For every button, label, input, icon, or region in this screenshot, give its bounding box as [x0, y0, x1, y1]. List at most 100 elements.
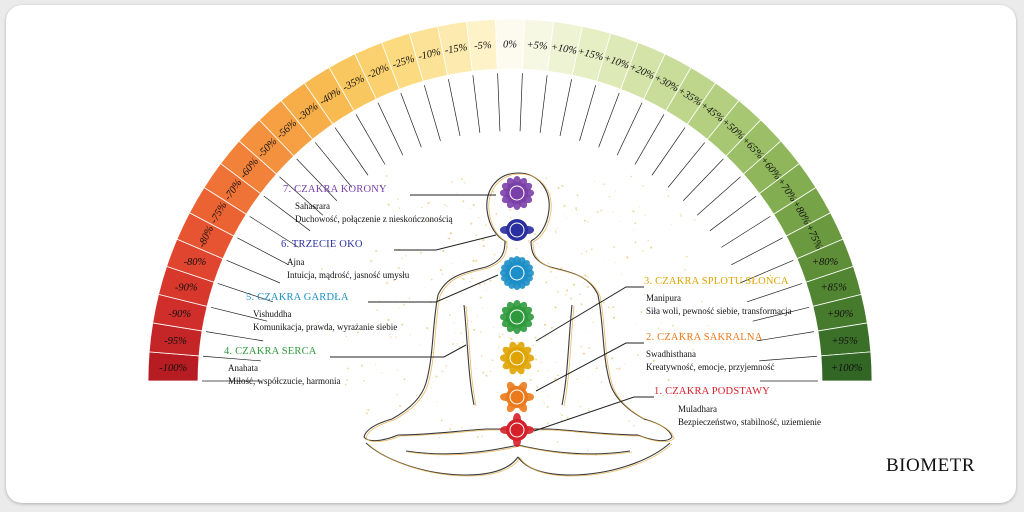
aura-dot: [481, 355, 483, 357]
solar-plexus-chakra-icon: [500, 341, 534, 376]
aura-dot: [453, 339, 454, 340]
aura-dot: [635, 231, 636, 232]
chakra-3-title: 3. CZAKRA SPLOTU SŁOŃCA: [644, 276, 789, 287]
gauge-tick: [683, 159, 723, 201]
gauge-tick: [448, 79, 460, 136]
throat-chakra-icon: [500, 256, 534, 290]
aura-dot: [471, 278, 472, 279]
chakra-1-description: Bezpieczeństwo, stabilność, uziemienie: [678, 416, 821, 429]
aura-dot: [444, 204, 446, 206]
figure-outline: [364, 419, 398, 441]
aura-dot: [550, 193, 551, 194]
aura-dot: [446, 300, 447, 301]
aura-dot: [478, 217, 479, 218]
aura-dot: [694, 219, 695, 220]
aura-dot: [667, 190, 668, 191]
aura-dot: [462, 278, 464, 280]
aura-dot: [613, 317, 615, 319]
aura-dot: [539, 225, 540, 226]
figure-glow: [466, 306, 476, 406]
aura-dot: [584, 274, 586, 276]
aura-dot: [546, 377, 547, 378]
aura-dot: [451, 181, 453, 183]
aura-dot: [554, 378, 556, 380]
aura-dot: [401, 324, 403, 326]
aura-dot: [612, 211, 613, 212]
aura-dot: [516, 248, 517, 249]
aura-dot: [441, 420, 443, 422]
aura-dot: [442, 273, 444, 275]
aura-dot: [581, 253, 582, 254]
aura-dot: [540, 247, 541, 248]
aura-dot: [470, 264, 471, 265]
aura-dot: [535, 359, 537, 361]
aura-dot: [457, 343, 458, 344]
aura-dot: [633, 425, 634, 426]
aura-dot: [587, 221, 588, 222]
gauge-tick: [315, 142, 352, 187]
aura-dot: [588, 410, 590, 412]
aura-dot: [595, 367, 597, 369]
aura-dot: [600, 210, 602, 212]
aura-dot: [410, 354, 411, 355]
aura-dot: [459, 346, 461, 348]
aura-dot: [612, 349, 613, 350]
aura-dot: [660, 272, 661, 273]
aura-dot: [601, 381, 603, 383]
aura-dot: [548, 335, 549, 336]
aura-dot: [520, 375, 521, 376]
aura-dot: [672, 325, 674, 327]
aura-dot: [448, 440, 449, 441]
aura-dot: [577, 194, 579, 196]
aura-dot: [560, 267, 562, 269]
aura-dot: [586, 251, 588, 253]
gauge-segment-label: -95%: [164, 336, 187, 347]
aura-dot: [611, 357, 613, 359]
aura-dot: [623, 395, 624, 396]
figure-outline: [518, 443, 670, 475]
figure-outline: [464, 305, 474, 405]
aura-dot: [450, 315, 451, 316]
gauge-tick: [599, 93, 620, 147]
figure-glow: [440, 242, 507, 296]
aura-dot: [449, 428, 451, 430]
chakra-7-title: 7. CZAKRA KORONY: [283, 184, 387, 195]
aura-dot: [576, 311, 577, 312]
chakra-1-title: 1. CZAKRA PODSTAWY: [654, 386, 770, 397]
gauge-tick: [498, 73, 500, 131]
aura-dot: [528, 242, 529, 243]
aura-dot: [482, 239, 484, 241]
aura-dot: [476, 368, 477, 369]
leader-line: [394, 235, 496, 250]
aura-dot: [473, 204, 475, 206]
aura-dot: [405, 255, 406, 256]
aura-dot: [583, 283, 584, 284]
aura-dot: [465, 347, 466, 348]
aura-dot: [531, 439, 532, 440]
aura-dot: [545, 281, 547, 283]
aura-dot: [426, 327, 428, 329]
aura-dot: [510, 217, 511, 218]
aura-dot: [442, 250, 444, 252]
aura-dot: [543, 400, 544, 401]
chakra-7-name: Sahasrara: [295, 200, 330, 213]
aura-dot: [548, 263, 549, 264]
gauge-tick: [635, 114, 664, 164]
aura-dot: [680, 215, 682, 217]
aura-dot: [626, 256, 628, 258]
aura-dot: [367, 409, 369, 411]
aura-dot: [563, 215, 564, 216]
aura-dot: [639, 207, 640, 208]
aura-dot: [446, 206, 447, 207]
aura-dot: [446, 365, 448, 367]
aura-dot: [388, 203, 390, 205]
aura-dot: [577, 213, 578, 214]
aura-dot: [632, 229, 633, 230]
aura-dot: [363, 380, 365, 382]
aura-dot: [557, 374, 559, 376]
gauge-tick: [617, 103, 642, 155]
chakra-4-title: 4. CZAKRA SERCA: [224, 346, 317, 357]
aura-dot: [588, 276, 589, 277]
aura-dot: [534, 233, 536, 235]
aura-dot: [544, 324, 546, 326]
